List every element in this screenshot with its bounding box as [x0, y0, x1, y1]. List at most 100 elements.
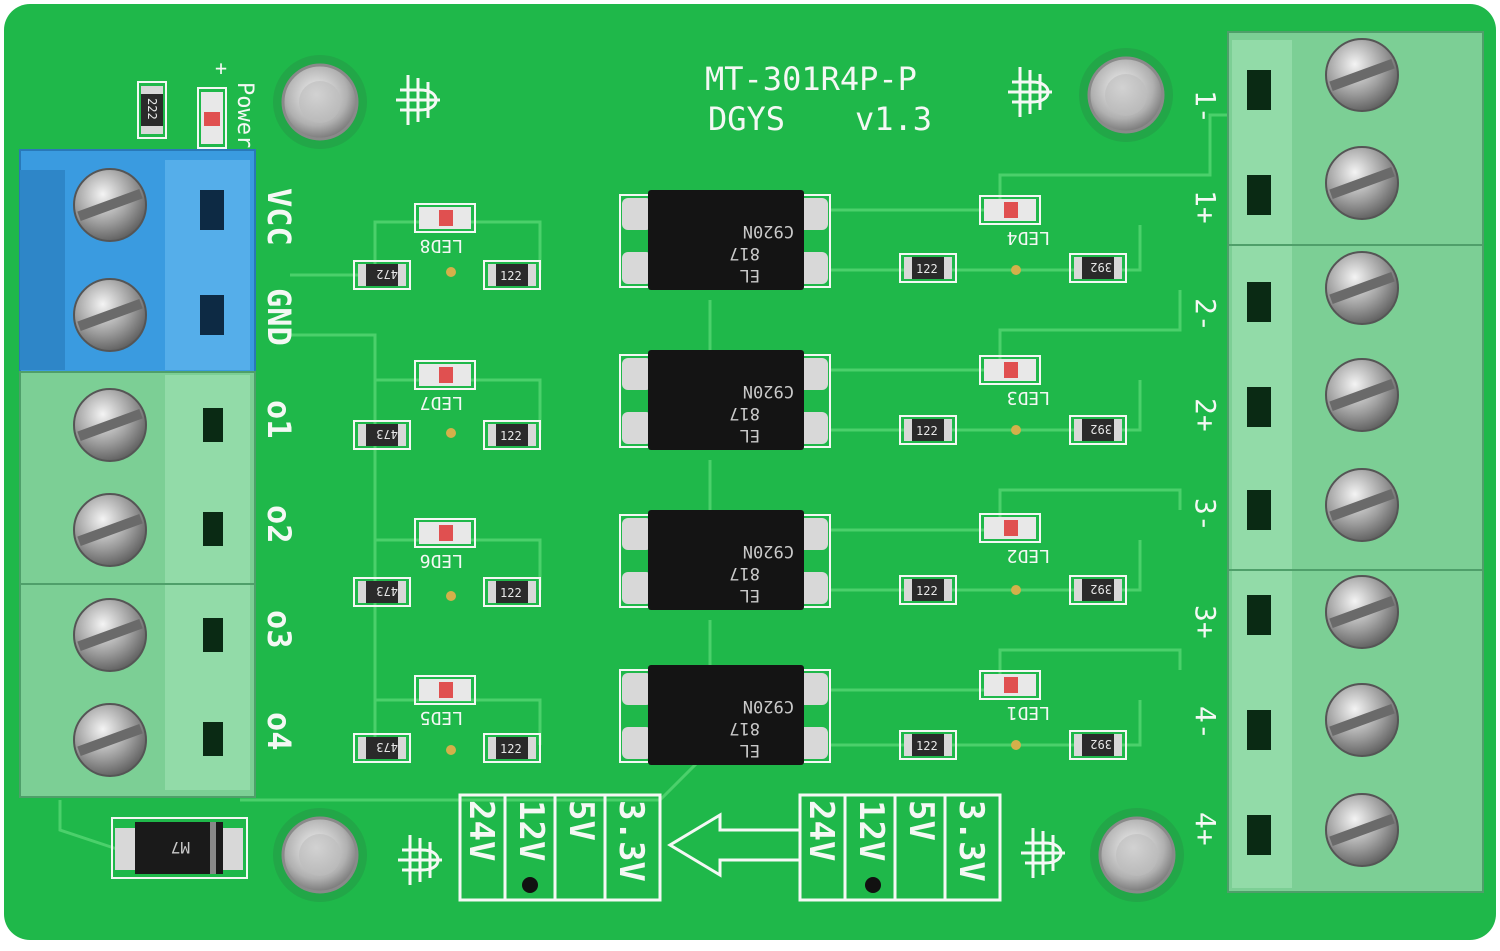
terminal-label-2-minus: 2-: [1189, 298, 1222, 332]
terminal-screw[interactable]: [73, 703, 147, 777]
mounting-hole-top-left: [271, 53, 369, 151]
terminal-label-3-minus: 3-: [1189, 498, 1222, 532]
board-brand-label: DGYS: [708, 100, 785, 138]
power-plus-sign: +: [215, 56, 227, 80]
input-led-1: LED1: [979, 670, 1050, 723]
power-led: [197, 87, 227, 149]
svg-text:C920N: C920N: [743, 381, 794, 401]
svg-text:LED5: LED5: [420, 707, 463, 728]
svg-text:M7: M7: [171, 838, 190, 857]
output-led-6: LED6: [414, 518, 476, 571]
power-label: Power: [232, 82, 257, 148]
output-led-5: LED5: [414, 675, 476, 728]
svg-text:EL: EL: [740, 740, 760, 760]
terminal-socket: [200, 190, 224, 230]
terminal-socket: [203, 618, 223, 652]
terminal-label-1-plus: 1+: [1189, 190, 1222, 224]
pcb-board: [4, 4, 1496, 940]
terminal-screw[interactable]: [1325, 146, 1399, 220]
terminal-socket: [1247, 175, 1271, 215]
svg-text:122: 122: [500, 586, 522, 600]
svg-text:473: 473: [376, 584, 398, 598]
terminal-label-2-plus: 2+: [1189, 398, 1222, 432]
svg-text:EL: EL: [740, 265, 760, 285]
terminal-screw[interactable]: [1325, 38, 1399, 112]
terminal-label-3-plus: 3+: [1189, 605, 1222, 639]
terminal-label-4-minus: 4-: [1189, 706, 1222, 740]
input-series-resistor: 392 392 392 392: [1069, 253, 1127, 760]
board-model-label: MT-301R4P-P: [705, 60, 917, 98]
svg-text:LED1: LED1: [1007, 702, 1050, 723]
svg-text:EL: EL: [740, 585, 760, 605]
terminal-label-o4: o4: [260, 712, 298, 751]
mounting-hole-top-right: [1077, 46, 1175, 144]
svg-text:LED3: LED3: [1007, 387, 1050, 408]
svg-text:C920N: C920N: [743, 696, 794, 716]
terminal-label-vcc: VCC: [260, 188, 298, 246]
power-resistor: 222: [137, 81, 167, 139]
terminal-socket: [1247, 490, 1271, 530]
svg-text:5V: 5V: [901, 800, 941, 841]
svg-text:122: 122: [916, 739, 938, 753]
svg-text:5V: 5V: [561, 800, 601, 841]
terminal-label-o1: o1: [260, 400, 298, 439]
svg-text:24V: 24V: [801, 800, 841, 861]
optocoupler-2: EL 817 C920N: [619, 350, 831, 450]
svg-text:LED4: LED4: [1007, 227, 1050, 248]
optocoupler-3: EL 817 C920N: [619, 510, 831, 610]
svg-text:122: 122: [916, 424, 938, 438]
svg-text:24V: 24V: [461, 800, 501, 861]
svg-text:LED6: LED6: [420, 550, 463, 571]
optocoupler-4: EL 817 C920N: [619, 665, 831, 765]
terminal-label-o2: o2: [260, 505, 298, 544]
input-led-resistor: 122 122 122 122: [899, 253, 957, 760]
terminal-screw[interactable]: [73, 388, 147, 462]
terminal-screw[interactable]: [73, 168, 147, 242]
protection-diode: M7: [111, 817, 248, 879]
terminal-screw[interactable]: [73, 598, 147, 672]
svg-text:392: 392: [1090, 582, 1112, 596]
terminal-screw[interactable]: [1325, 793, 1399, 867]
svg-text:122: 122: [500, 429, 522, 443]
terminal-label-4-plus: 4+: [1189, 812, 1222, 846]
terminal-socket: [1247, 387, 1271, 427]
terminal-socket: [203, 408, 223, 442]
svg-text:122: 122: [916, 584, 938, 598]
terminal-socket: [1247, 282, 1271, 322]
terminal-label-gnd: GND: [260, 288, 298, 346]
mounting-hole-bottom-right: [1088, 806, 1186, 904]
terminal-label-1-minus: 1-: [1189, 90, 1222, 124]
output-led-resistor: 122 122 122 122: [483, 260, 541, 763]
svg-text:222: 222: [145, 98, 159, 120]
svg-text:817: 817: [729, 563, 760, 583]
terminal-screw[interactable]: [73, 493, 147, 567]
svg-text:LED2: LED2: [1007, 545, 1050, 566]
svg-text:817: 817: [729, 403, 760, 423]
terminal-socket: [203, 512, 223, 546]
svg-text:392: 392: [1090, 737, 1112, 751]
terminal-screw[interactable]: [1325, 683, 1399, 757]
terminal-socket: [200, 295, 224, 335]
terminal-screw[interactable]: [1325, 468, 1399, 542]
svg-text:392: 392: [1090, 422, 1112, 436]
terminal-socket: [1247, 815, 1271, 855]
terminal-screw[interactable]: [1325, 358, 1399, 432]
test-vias: [446, 265, 1021, 755]
arrow-left-icon: [667, 812, 802, 878]
svg-text:472: 472: [376, 267, 398, 281]
terminal-socket: [1247, 710, 1271, 750]
terminal-screw[interactable]: [73, 278, 147, 352]
voltage-select-input: 3.3V 5V 12V 24V: [798, 793, 1002, 902]
svg-text:817: 817: [729, 243, 760, 263]
svg-text:473: 473: [376, 427, 398, 441]
input-led-2: LED2: [979, 513, 1050, 566]
terminal-screw[interactable]: [1325, 575, 1399, 649]
svg-text:LED7: LED7: [420, 392, 463, 413]
svg-text:12V: 12V: [851, 800, 891, 861]
output-led-8: LED8: [414, 203, 476, 256]
output-led-7: LED7: [414, 360, 476, 413]
terminal-screw[interactable]: [1325, 251, 1399, 325]
svg-text:C920N: C920N: [743, 541, 794, 561]
svg-text:122: 122: [916, 262, 938, 276]
